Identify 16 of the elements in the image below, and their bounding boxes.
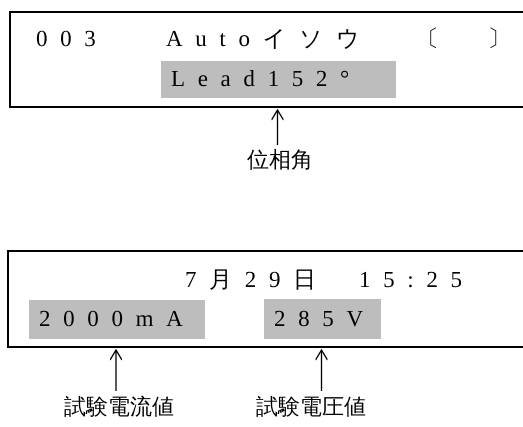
arrow <box>270 109 284 145</box>
callout-label: 位相角 <box>230 143 330 177</box>
highlighted-value: 285V <box>264 299 381 339</box>
display-text: 7月29日 <box>185 266 329 294</box>
arrow <box>109 349 123 391</box>
arrow <box>314 349 328 391</box>
lcd-display-panel <box>7 250 523 348</box>
display-text: Autoイソウ <box>166 25 373 53</box>
callout-label: 試験電流値 <box>44 389 194 425</box>
display-text: 〔 〕 <box>416 25 523 53</box>
callout-label: 試験電圧値 <box>236 389 386 425</box>
display-text: 003 <box>36 25 108 53</box>
highlighted-value: 2000mA <box>29 300 205 339</box>
lcd-display-panel <box>9 11 523 108</box>
highlighted-value: Lead152° <box>161 61 396 98</box>
display-text: 15:25 <box>359 266 475 294</box>
